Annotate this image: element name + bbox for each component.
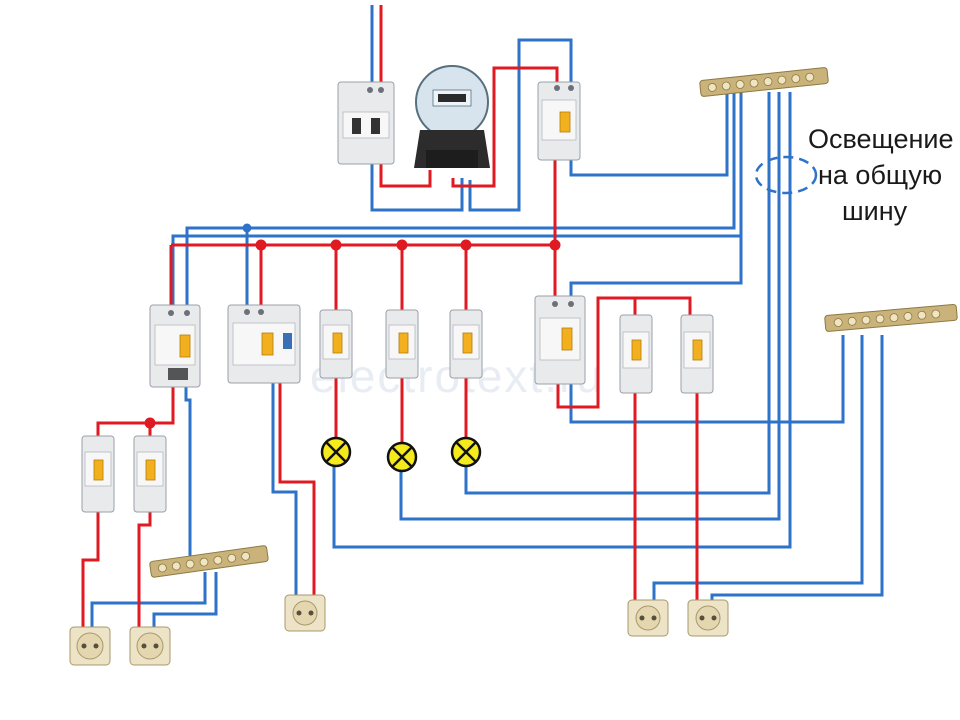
neutral-rcd1-out-wire	[184, 385, 192, 565]
socket-breaker-left-1	[81, 435, 115, 513]
lighting-breaker-3	[449, 309, 483, 379]
phase-rcd1-out-wire	[96, 385, 175, 440]
junction-dot	[460, 239, 472, 251]
junctions	[144, 223, 561, 429]
socket-right-1	[627, 599, 669, 637]
annotation-line-2: на общую	[818, 160, 942, 190]
neutral-difauto-out-wire	[271, 380, 298, 600]
lamp-3	[450, 436, 482, 468]
phase-wires	[81, 5, 699, 630]
main-breaker	[337, 81, 395, 165]
phase-breaker-l2-out-wire	[137, 510, 152, 630]
socket-center	[284, 594, 326, 632]
junction-dot	[330, 239, 342, 251]
neutral-lamp1-wire	[332, 92, 792, 549]
neutral-bus-bar-top	[699, 67, 829, 97]
junction-dot	[255, 239, 267, 251]
neutral-rcd2-out-wire	[569, 335, 845, 424]
neutral-lamp2-wire	[399, 92, 781, 521]
socket-breaker-right-1	[619, 314, 653, 394]
lighting-breaker-1	[319, 309, 353, 379]
main-rcd	[537, 81, 581, 161]
socket-breaker-right-2	[680, 314, 714, 394]
junction-dot	[549, 239, 561, 251]
socket-left-1	[69, 626, 111, 666]
socket-right-2	[687, 599, 729, 637]
neutral-socket-l2-wire	[152, 572, 218, 630]
neutral-bus-to-rcd2-wire	[569, 170, 743, 300]
lamp-1	[320, 436, 352, 468]
neutral-lamp3-wire	[464, 92, 771, 495]
junction-dot	[242, 223, 252, 233]
annotation-line-3: шину	[842, 196, 908, 226]
neutral-bus-bar-left	[149, 545, 269, 578]
neutral-meter-to-rcd-wire	[468, 38, 573, 212]
neutral-bus-to-rcd1-wire	[185, 92, 736, 312]
phase-breaker-to-meter-wire	[379, 158, 432, 188]
phase-difauto-out-wire	[278, 380, 316, 600]
neutral-wires	[90, 5, 884, 630]
neutral-socket-r2-wire	[710, 335, 884, 605]
neutral-bus-bar-right	[824, 303, 958, 332]
lighting-breaker-2	[385, 309, 419, 379]
annotation-line-1: Освещение	[808, 124, 954, 154]
neutral-rcd-to-bus-wire	[569, 92, 729, 177]
socket-breaker-left-2	[133, 435, 167, 513]
phase-meter-to-rcd-wire	[451, 66, 559, 188]
bundle-highlight	[754, 155, 818, 195]
electricity-meter	[414, 65, 490, 168]
rcd-right	[534, 295, 586, 385]
neutral-socket-r1-wire	[652, 335, 864, 605]
lighting-annotation: Освещение на общую шину	[808, 124, 954, 226]
phase-rcd2-out-wire	[556, 296, 692, 409]
socket-left-2	[129, 626, 171, 666]
phase-breaker-l1-out-wire	[81, 510, 100, 630]
neutral-bus-to-difauto-wire	[171, 92, 743, 312]
neutral-socket-l1-wire	[90, 572, 207, 630]
differential-breaker	[227, 304, 301, 384]
rcd-left	[149, 304, 201, 388]
junction-dot	[396, 239, 408, 251]
junction-dot	[144, 417, 156, 429]
lamp-2	[386, 441, 418, 473]
